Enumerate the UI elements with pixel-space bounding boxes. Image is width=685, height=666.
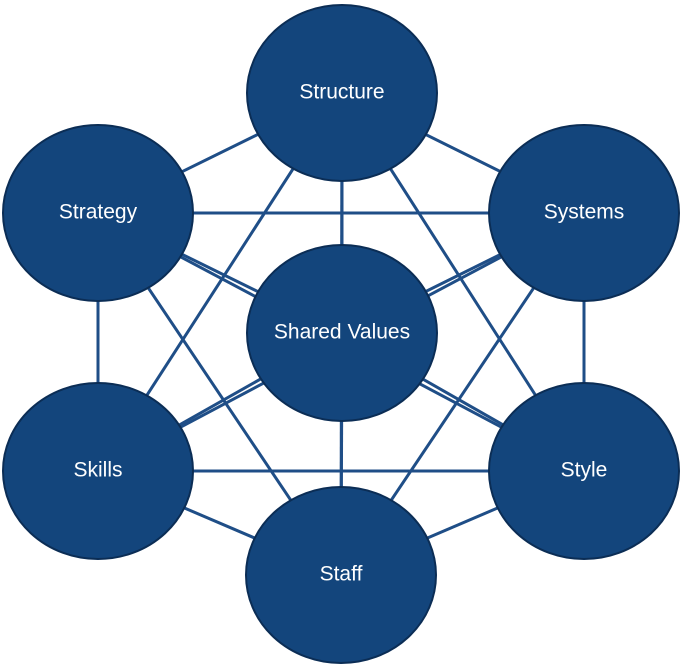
node-systems: Systems: [488, 124, 680, 302]
node-label-systems: Systems: [544, 201, 625, 224]
node-label-staff: Staff: [320, 563, 363, 586]
node-label-shared-values: Shared Values: [274, 321, 410, 344]
node-label-style: Style: [561, 459, 608, 482]
node-shared-values: Shared Values: [246, 244, 438, 422]
node-strategy: Strategy: [2, 124, 194, 302]
node-label-strategy: Strategy: [59, 201, 138, 224]
node-structure: Structure: [246, 4, 438, 182]
node-label-structure: Structure: [299, 81, 384, 104]
node-label-skills: Skills: [73, 459, 122, 482]
node-style: Style: [488, 382, 680, 560]
node-staff: Staff: [245, 486, 437, 664]
node-skills: Skills: [2, 382, 194, 560]
